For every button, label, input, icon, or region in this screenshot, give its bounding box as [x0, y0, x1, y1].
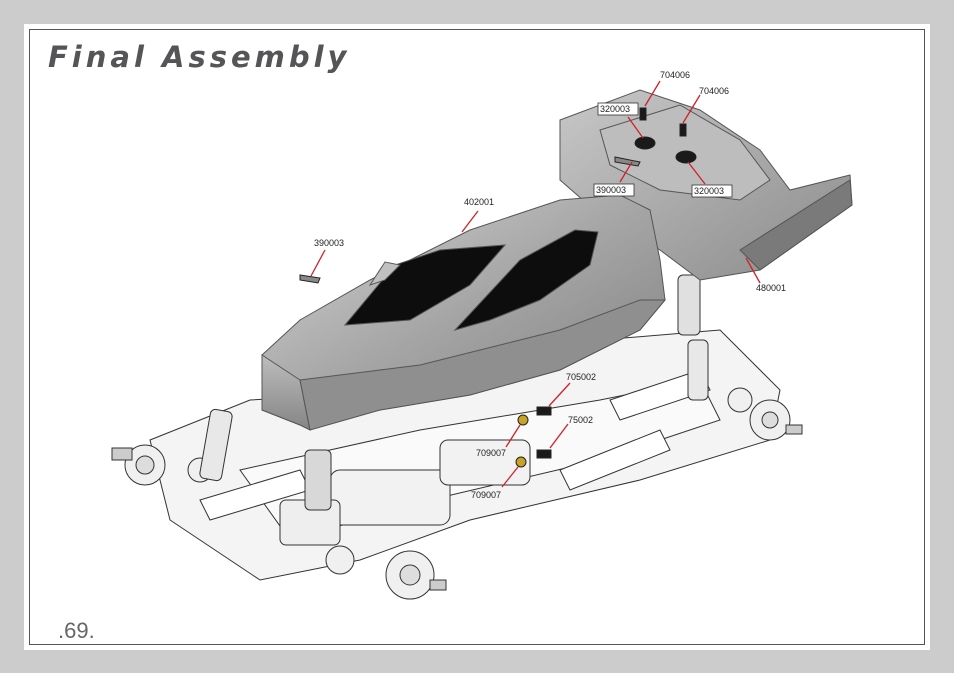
callout-704006-left: 704006	[644, 70, 690, 107]
svg-text:709007: 709007	[471, 490, 501, 500]
callout-75002: 75002	[549, 415, 593, 449]
callout-709007-bottom: 709007	[471, 466, 519, 500]
svg-text:704006: 704006	[660, 70, 690, 80]
left-rear-hub	[325, 545, 447, 600]
svg-text:320003: 320003	[694, 186, 724, 196]
callouts: 704006 704006 320003 390003 320003 40200…	[310, 70, 786, 500]
svg-text:402001: 402001	[464, 197, 494, 207]
mount-nut-top	[517, 414, 529, 426]
svg-text:75002: 75002	[568, 415, 593, 425]
callout-704006-right: 704006	[682, 86, 729, 124]
wing-washer-right	[675, 150, 697, 164]
callout-320003-top: 320003	[597, 102, 644, 139]
callout-390003-wing: 390003	[593, 161, 635, 197]
svg-text:320003: 320003	[600, 104, 630, 114]
right-rear-hub	[727, 387, 803, 441]
wing-screw-right	[679, 123, 687, 137]
page-number: .69.	[58, 618, 95, 643]
callout-390003-left: 390003	[310, 238, 344, 277]
shock-absorbers	[199, 274, 709, 511]
svg-text:390003: 390003	[314, 238, 344, 248]
svg-text:709007: 709007	[476, 448, 506, 458]
callout-320003-bottom: 320003	[687, 161, 733, 198]
svg-text:480001: 480001	[756, 283, 786, 293]
svg-text:704006: 704006	[699, 86, 729, 96]
body-shell	[261, 194, 667, 431]
svg-text:705002: 705002	[566, 372, 596, 382]
page-title: Final Assembly	[48, 40, 351, 74]
small-parts	[299, 107, 697, 468]
svg-text:390003: 390003	[596, 185, 626, 195]
body-clip-wing	[614, 156, 641, 167]
callout-709007-top: 709007	[476, 424, 521, 458]
body-clip-left	[299, 274, 321, 284]
mount-nut-bottom	[515, 456, 527, 468]
wing-screw-left	[639, 107, 647, 121]
wing-washer-left	[634, 136, 656, 150]
mount-screw-top	[536, 406, 552, 416]
mount-screw-bottom	[536, 449, 552, 459]
callout-705002: 705002	[548, 372, 596, 407]
callout-402001: 402001	[461, 197, 494, 233]
callout-480001: 480001	[745, 257, 786, 293]
